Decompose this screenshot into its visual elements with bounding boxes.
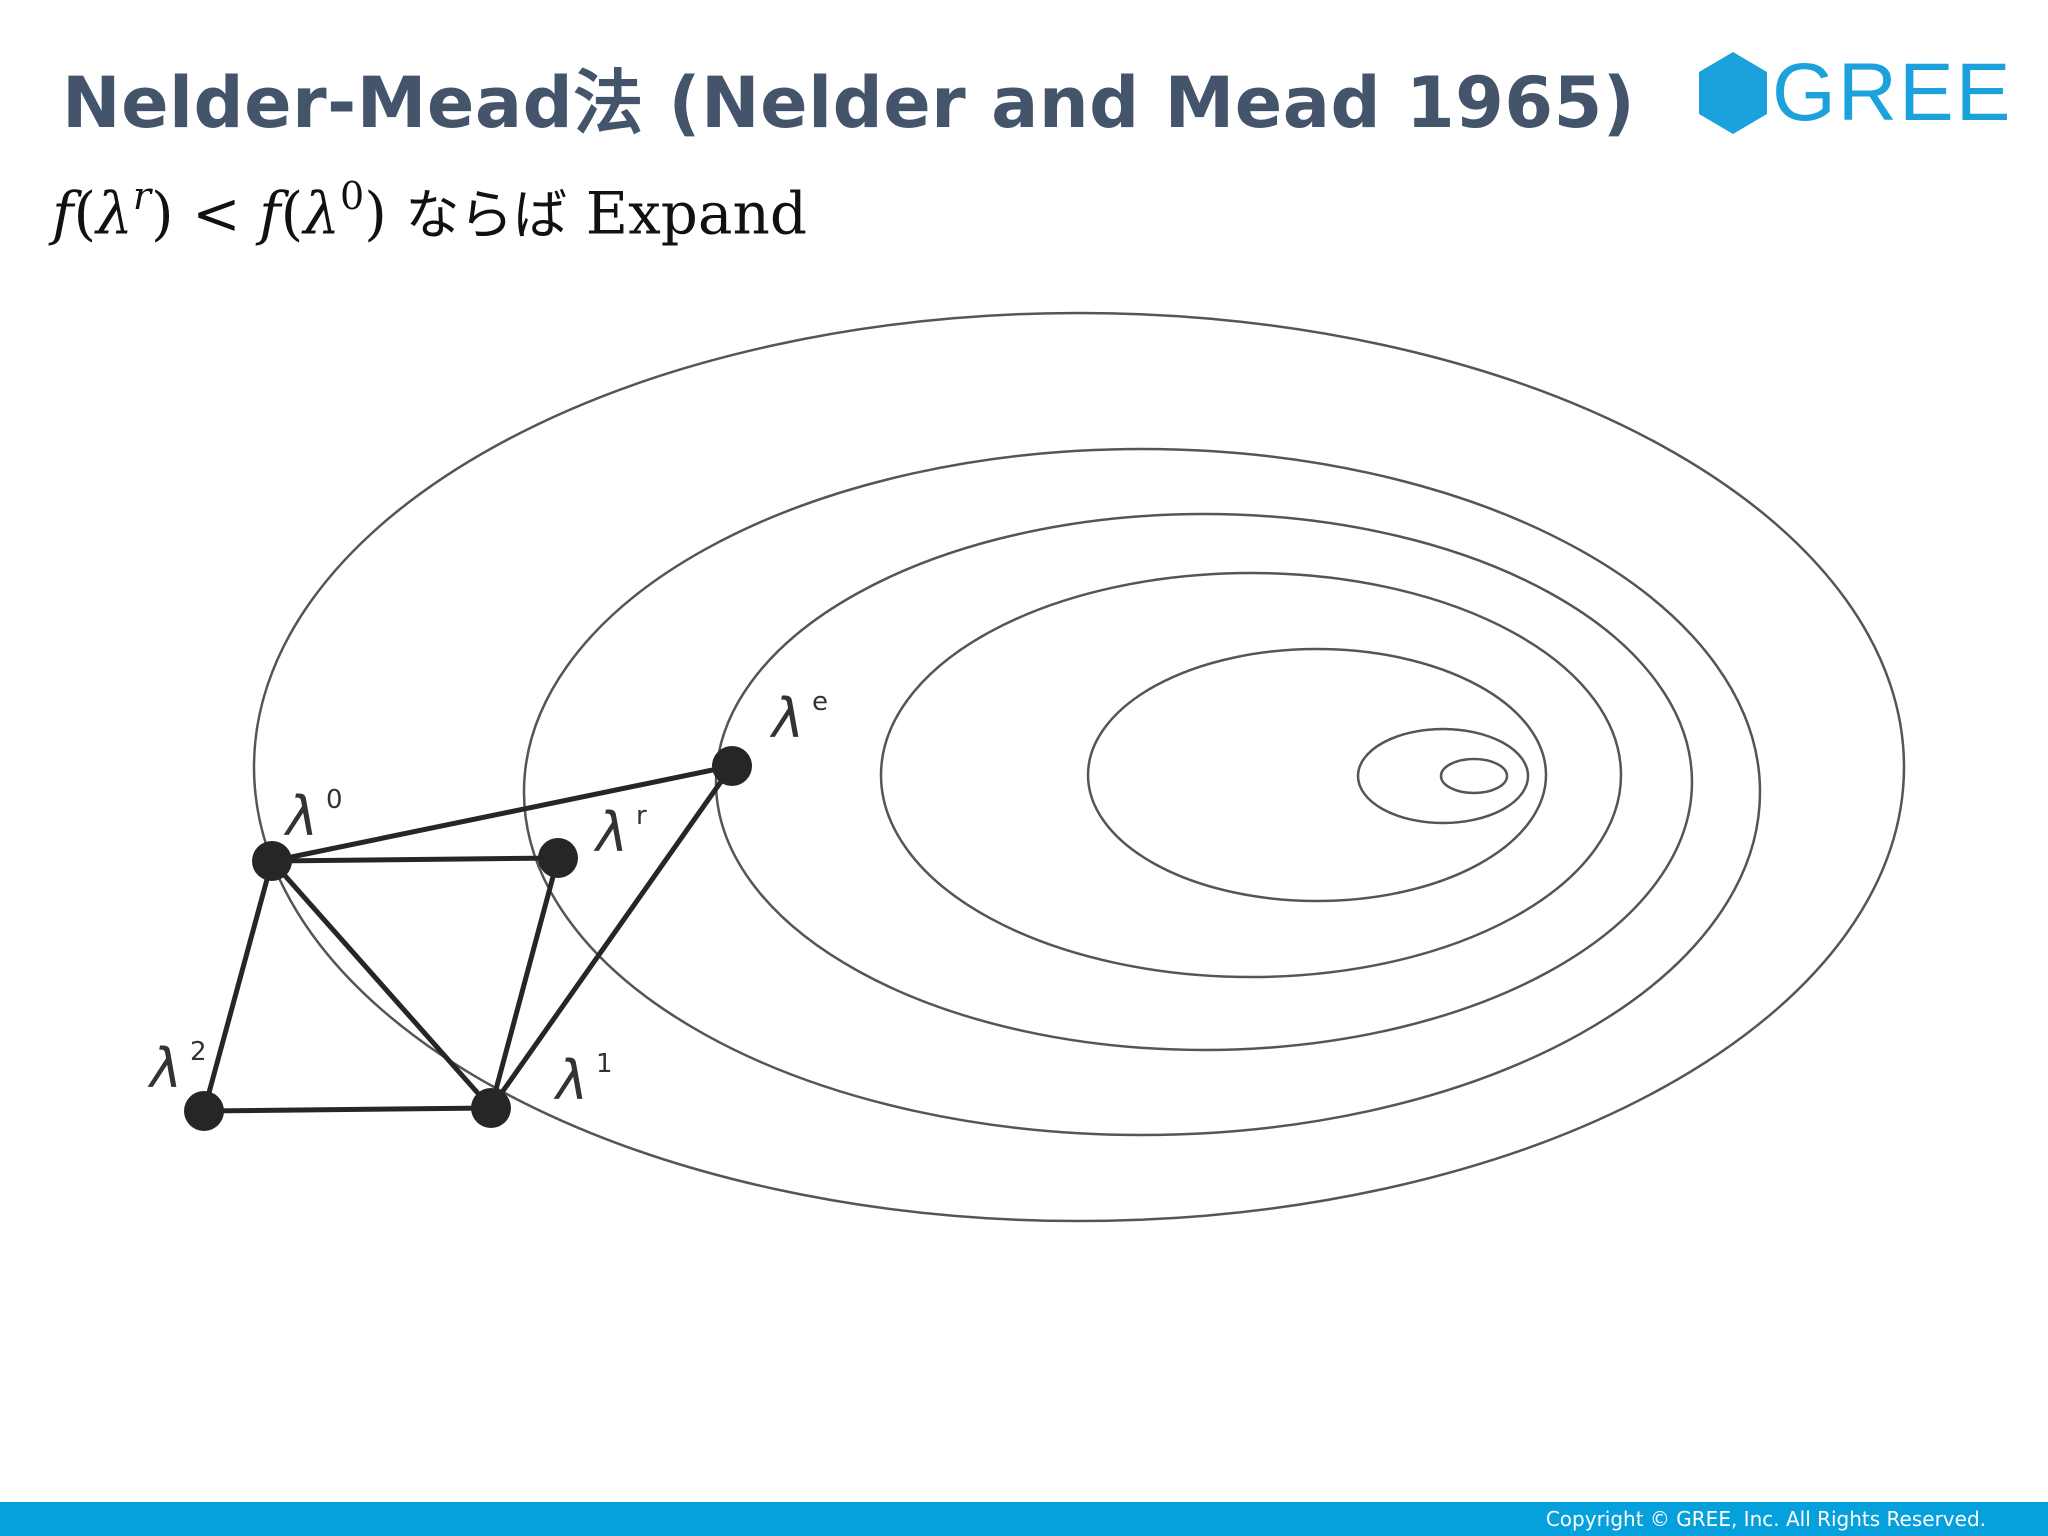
edge-l1-le <box>488 763 735 1111</box>
formula-f2: f <box>259 179 281 248</box>
page-title: Nelder-Mead法 (Nelder and Mead 1965) <box>62 62 1636 144</box>
vertex-lambda-e <box>712 746 752 786</box>
formula-sup-0: 0 <box>340 174 365 218</box>
edge-l0-lr <box>269 855 561 864</box>
logo-text: GREE <box>1772 47 2013 138</box>
formula-less-than: < <box>192 179 241 248</box>
formula-expand: Expand <box>585 179 807 248</box>
contour-6 <box>1356 727 1530 825</box>
contour-4 <box>879 571 1623 979</box>
formula-lambda-r: λ <box>96 179 133 248</box>
vertex-lambda-1 <box>471 1088 511 1128</box>
simplex-vertices <box>184 746 752 1131</box>
vertex-lambda-2 <box>184 1091 224 1131</box>
footer-bar: Copyright © GREE, Inc. All Rights Reserv… <box>0 1502 2048 1536</box>
vertex-lambda-r <box>538 838 578 878</box>
expand-condition-formula: f(λr) < f(λ0) ならば Expand <box>52 174 807 248</box>
edge-l0-le <box>269 763 735 864</box>
edge-l2-l1 <box>201 1105 494 1114</box>
formula-nara: ならば <box>405 183 568 247</box>
simplex-edges <box>201 763 735 1114</box>
contour-1 <box>252 311 1906 1223</box>
edge-l0-l2 <box>201 858 275 1114</box>
vertex-lambda-0 <box>252 841 292 881</box>
formula-sup-r: r <box>132 174 152 218</box>
gree-logo: GREE <box>1690 48 2020 138</box>
contour-5 <box>1086 647 1548 903</box>
copyright-text: Copyright © GREE, Inc. All Rights Reserv… <box>1545 1507 1986 1531</box>
edge-l1-lr <box>488 855 561 1111</box>
contour-2 <box>522 447 1762 1137</box>
formula-f1: f <box>52 179 74 248</box>
edge-l0-l1 <box>269 858 494 1111</box>
formula-lambda-0: λ <box>303 179 341 248</box>
hexagon-icon <box>1699 52 1767 134</box>
contour-group <box>252 311 1906 1223</box>
contour-3 <box>714 512 1694 1052</box>
contour-7 <box>1439 757 1509 795</box>
